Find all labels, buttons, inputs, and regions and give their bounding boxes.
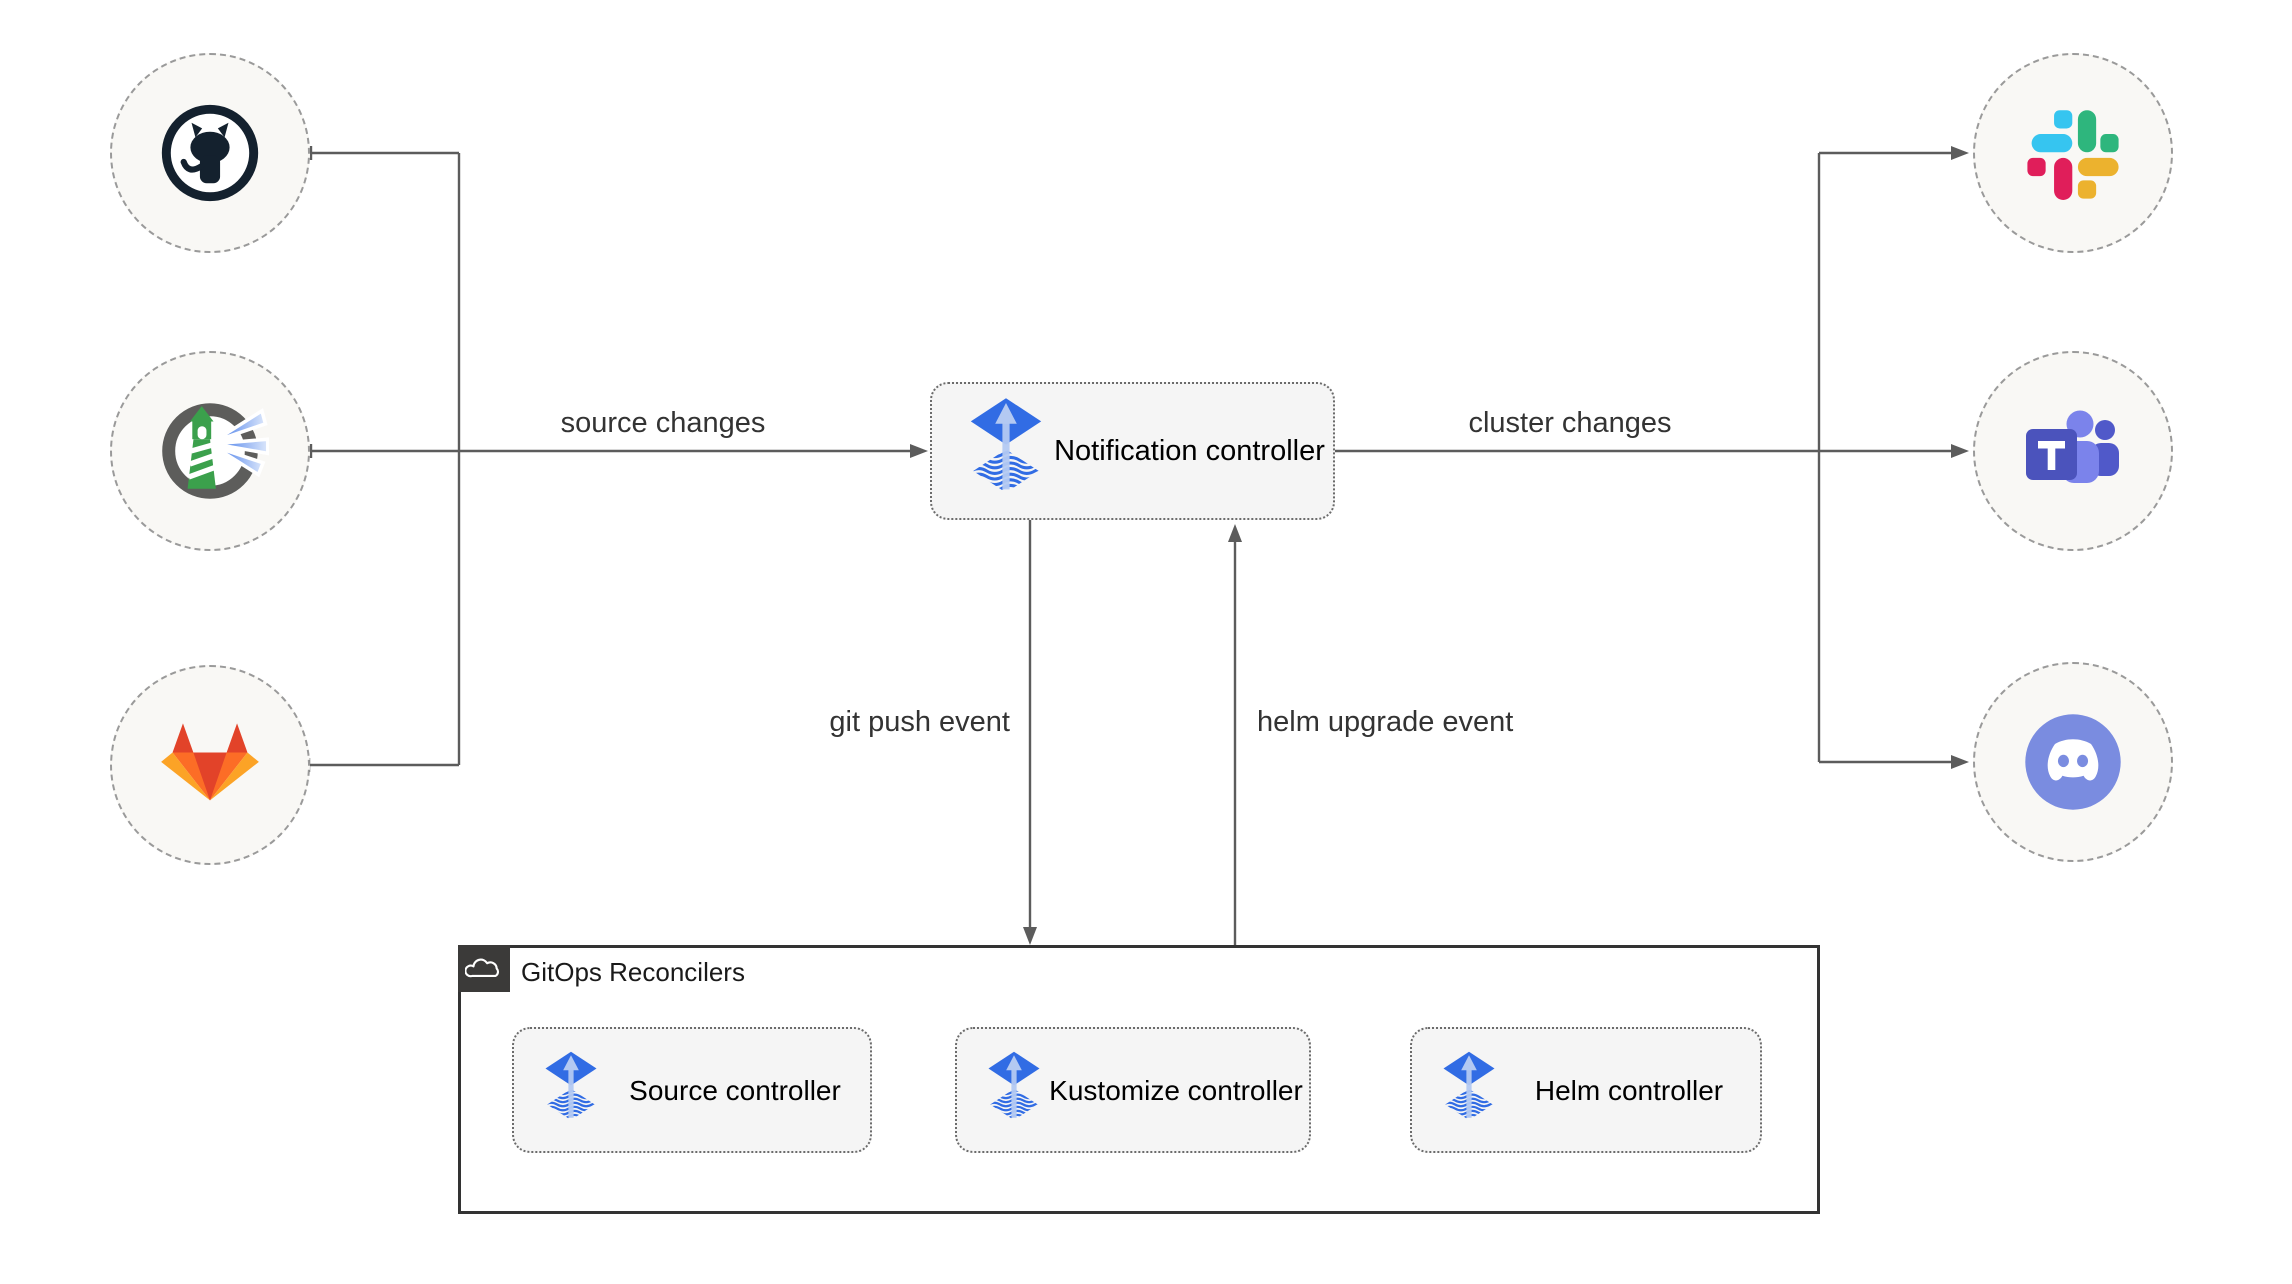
flux-icon <box>966 395 1046 507</box>
node-source-controller: Source controller <box>512 1027 872 1153</box>
endpoint-discord <box>1973 662 2173 862</box>
flux-icon <box>985 1049 1043 1131</box>
microsoft-teams-icon <box>2026 410 2119 483</box>
github-icon <box>161 104 259 202</box>
node-helm-controller: Helm controller <box>1410 1027 1762 1153</box>
discord-icon <box>2025 714 2121 810</box>
flux-icon <box>1440 1049 1498 1131</box>
edge-label-source-changes: source changes <box>560 407 766 439</box>
slack-icon <box>2027 110 2119 200</box>
flux-icon <box>542 1049 600 1131</box>
container-tab <box>458 945 510 992</box>
container-label: GitOps Reconcilers <box>521 957 745 987</box>
endpoint-github <box>110 53 310 253</box>
node-kustomize-controller: Kustomize controller <box>955 1027 1311 1153</box>
node-label: Kustomize controller <box>1049 1074 1303 1106</box>
endpoint-slack <box>1973 53 2173 253</box>
endpoint-teams <box>1973 351 2173 551</box>
endpoint-gitlab <box>110 665 310 865</box>
gitops-reconcilers-container: GitOps Reconcilers Source controller Kus… <box>458 945 1820 1214</box>
node-notification-controller: Notification controller <box>930 382 1335 520</box>
edge-label-cluster-changes: cluster changes <box>1468 407 1672 439</box>
endpoint-harbor <box>110 351 310 551</box>
gitlab-icon <box>161 723 259 801</box>
node-label: Notification controller <box>1054 435 1325 467</box>
edge-label-helm-upgrade-event: helm upgrade event <box>1257 706 1514 738</box>
harbor-icon <box>162 403 269 499</box>
cloud-icon <box>465 958 500 978</box>
edge-label-git-push-event: git push event <box>829 706 1010 738</box>
node-label: Helm controller <box>1534 1074 1724 1106</box>
node-label: Source controller <box>629 1074 841 1106</box>
